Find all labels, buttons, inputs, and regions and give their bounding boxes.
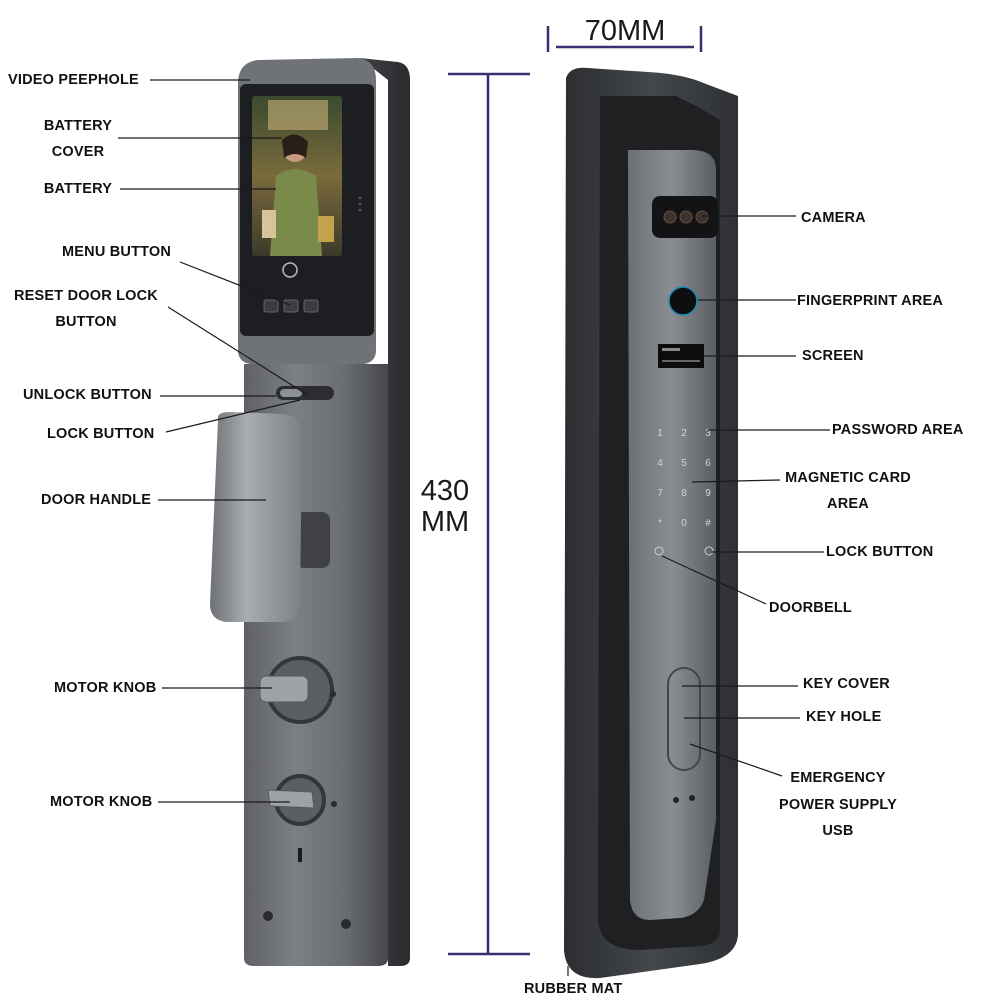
label-rubber-mat: RUBBER MAT xyxy=(524,981,623,997)
label-reset-line2: BUTTON xyxy=(55,314,117,330)
back-panel xyxy=(628,150,716,920)
key-6: 6 xyxy=(705,458,711,469)
keypad[interactable]: 1 2 3 4 5 6 7 8 9 * 0 # xyxy=(657,428,711,529)
label-door-handle: DOOR HANDLE xyxy=(41,492,152,508)
key-cover[interactable] xyxy=(667,667,701,771)
label-doorbell: DOORBELL xyxy=(769,600,852,616)
label-lock-button-back: LOCK BUTTON xyxy=(826,544,934,560)
label-key-cover: KEY COVER xyxy=(803,676,890,692)
label-unlock-button: UNLOCK BUTTON xyxy=(23,387,152,403)
label-battery: BATTERY xyxy=(43,181,113,197)
label-menu-button: MENU BUTTON xyxy=(62,244,172,260)
key-8: 8 xyxy=(681,488,687,499)
label-battery-cover-line2: COVER xyxy=(51,144,105,160)
door-handle[interactable] xyxy=(210,412,302,622)
height-dimension: 430 MM xyxy=(405,475,485,539)
fingerprint-sensor[interactable] xyxy=(668,286,698,316)
back-button[interactable] xyxy=(263,299,279,313)
front-lock xyxy=(210,58,410,966)
label-emergency-line1: EMERGENCY xyxy=(790,770,886,786)
key-star: * xyxy=(658,518,662,529)
label-lock-button-front: LOCK BUTTON xyxy=(47,426,155,442)
key-3: 3 xyxy=(705,428,711,439)
label-motor-knob-lower: MOTOR KNOB xyxy=(50,794,153,810)
confirm-button[interactable] xyxy=(303,299,319,313)
label-key-hole: KEY HOLE xyxy=(806,709,882,725)
key-9: 9 xyxy=(705,488,711,499)
key-5: 5 xyxy=(681,458,687,469)
key-4: 4 xyxy=(657,458,663,469)
lock-button-back[interactable] xyxy=(704,546,714,556)
label-battery-cover-line1: BATTERY xyxy=(43,118,113,134)
back-lock: 1 2 3 4 5 6 7 8 9 * 0 # xyxy=(564,67,739,979)
label-emergency-line3: USB xyxy=(822,823,854,839)
height-unit: MM xyxy=(420,506,470,539)
label-password-area: PASSWORD AREA xyxy=(832,422,964,438)
label-magnetic-line1: MAGNETIC CARD xyxy=(785,470,911,486)
key-2: 2 xyxy=(681,428,687,439)
label-emergency-line2: POWER SUPPLY xyxy=(779,797,897,813)
key-hash: # xyxy=(705,518,711,529)
key-7: 7 xyxy=(657,488,663,499)
label-magnetic-line2: AREA xyxy=(827,496,869,512)
key-1: 1 xyxy=(657,428,663,439)
brand-logo xyxy=(282,262,298,278)
height-value: 430 xyxy=(420,475,470,507)
label-camera: CAMERA xyxy=(801,210,866,226)
leader-lines xyxy=(118,79,830,976)
label-screen: SCREEN xyxy=(802,348,864,364)
label-video-peephole: VIDEO PEEPHOLE xyxy=(8,72,139,88)
width-dimension: 70MM xyxy=(584,15,666,47)
label-motor-knob-upper: MOTOR KNOB xyxy=(54,680,157,696)
doorbell-button[interactable] xyxy=(654,546,664,556)
label-reset-line1: RESET DOOR LOCK xyxy=(14,288,158,304)
label-fingerprint-area: FINGERPRINT AREA xyxy=(797,293,944,309)
dimension-lines xyxy=(448,26,703,956)
small-screen xyxy=(658,344,704,368)
key-0: 0 xyxy=(681,518,687,529)
menu-button[interactable] xyxy=(283,299,299,313)
